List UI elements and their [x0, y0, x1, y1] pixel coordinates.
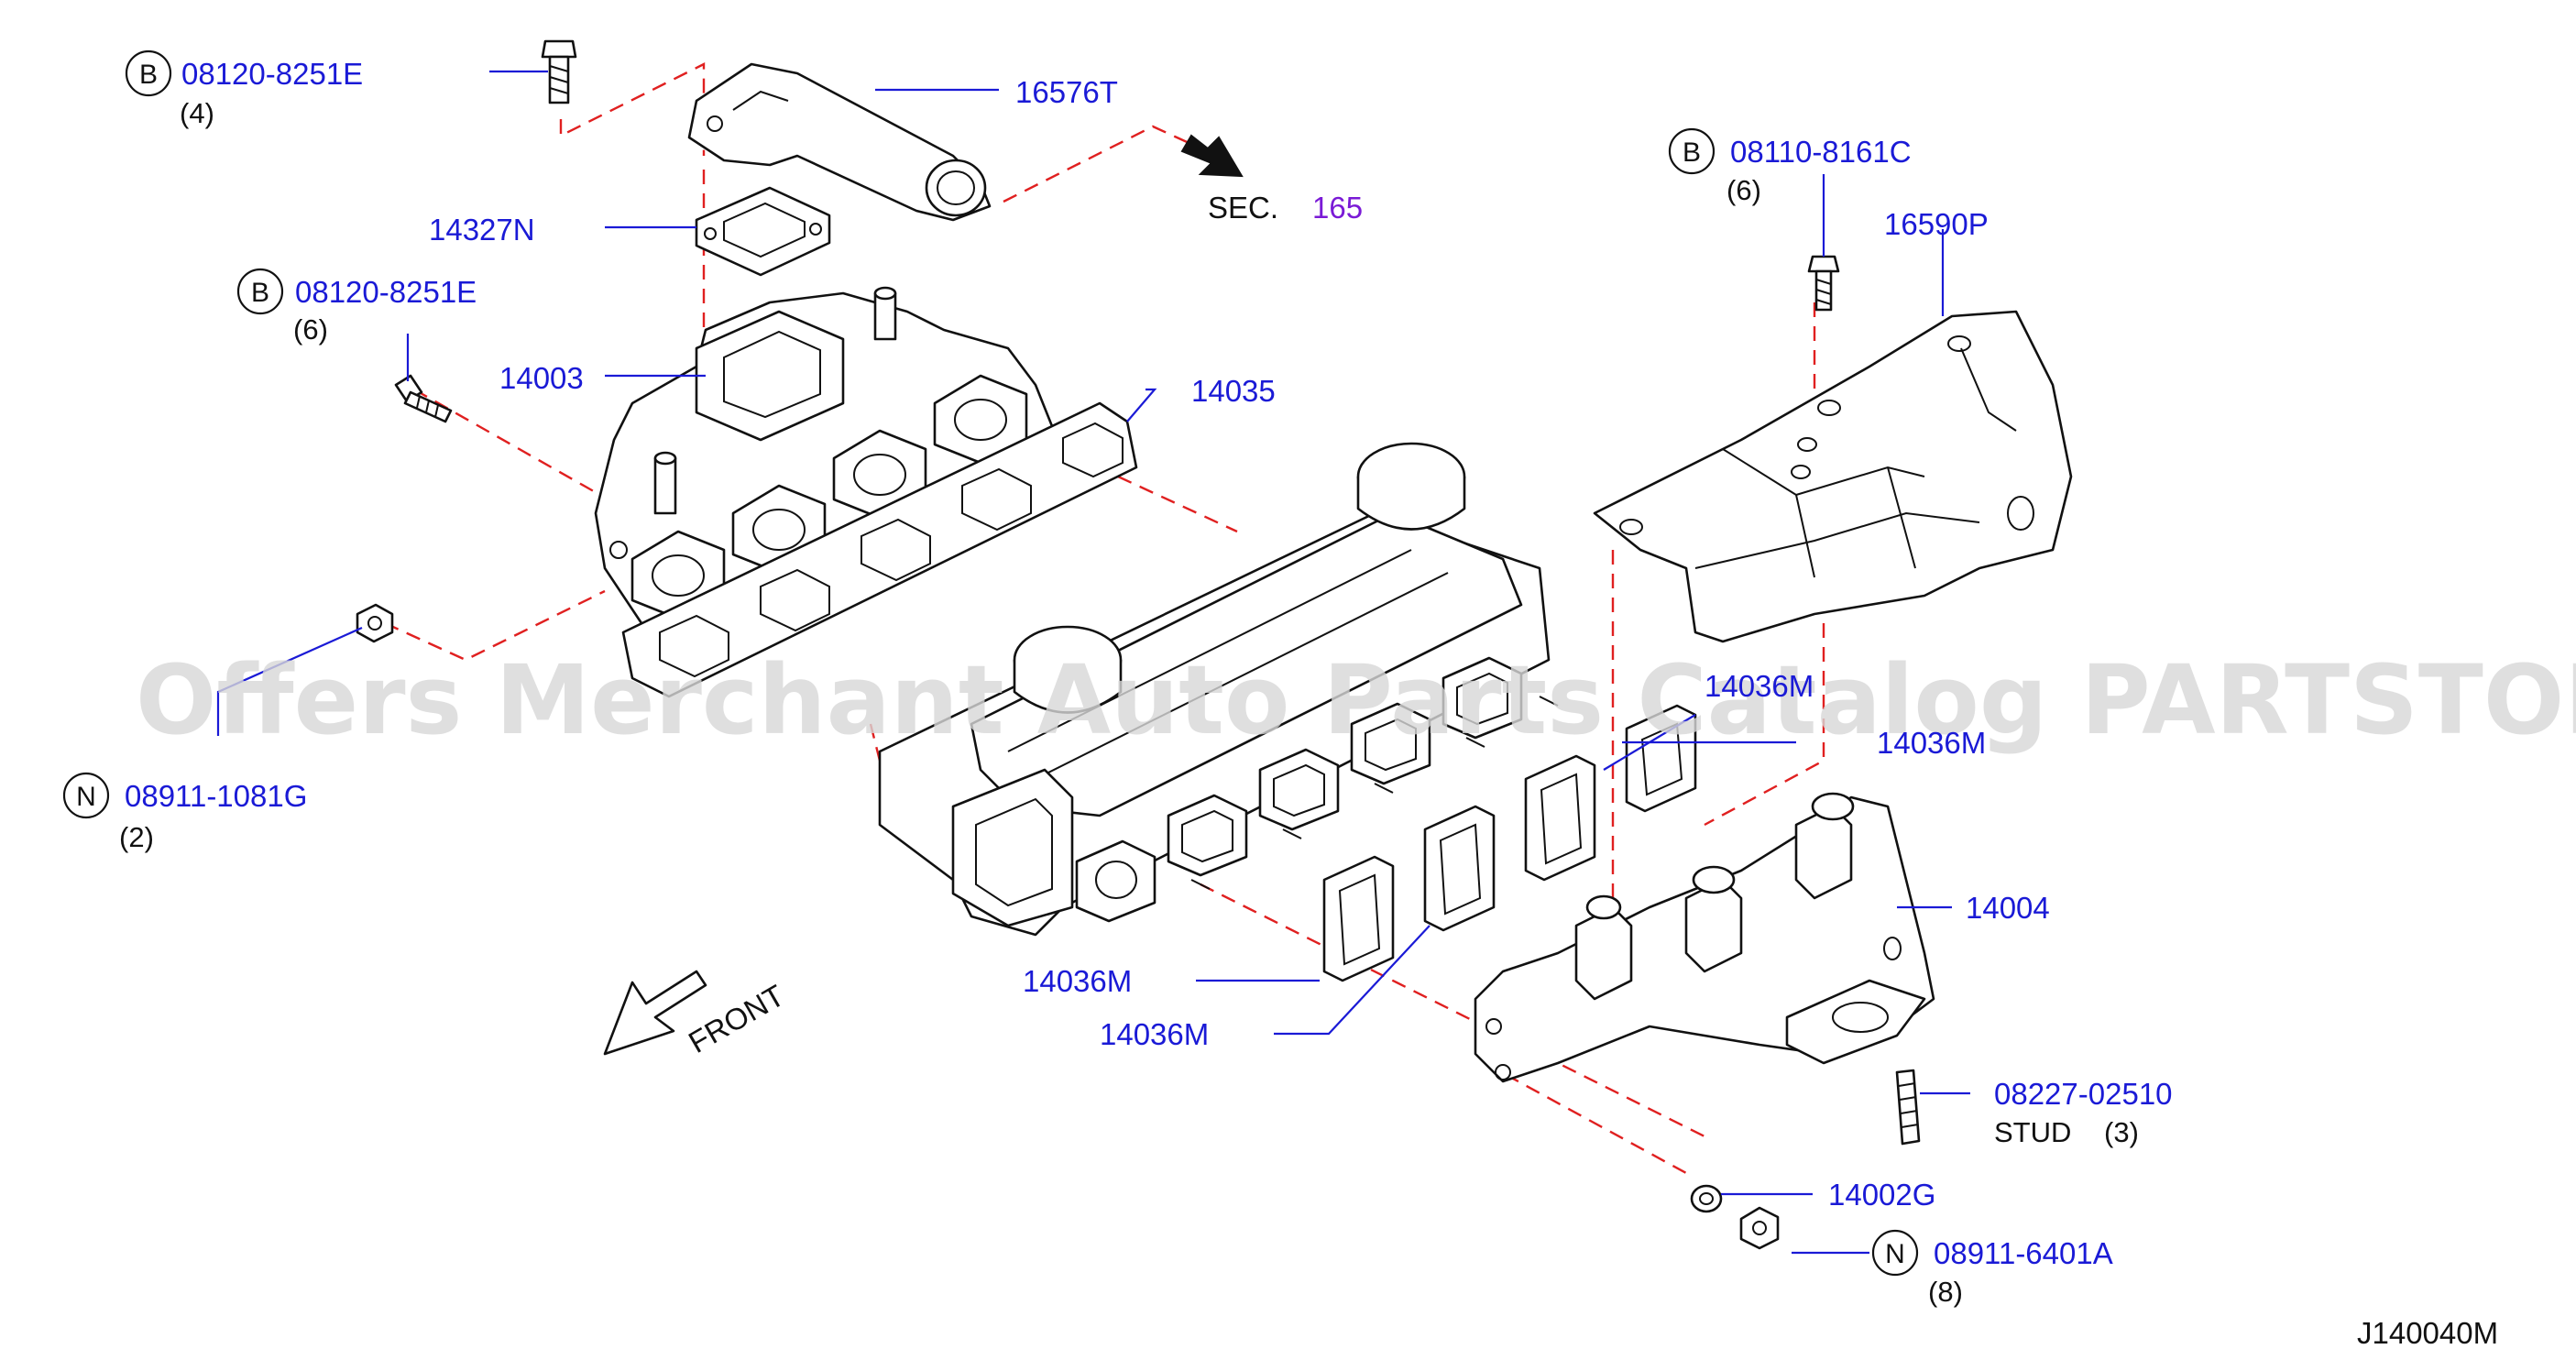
callout-gasket-exh-b: 14036M	[1877, 726, 1986, 760]
callout-gasket-exh-d: 14036M	[1100, 1017, 1209, 1051]
callout-symbol: B	[1683, 137, 1701, 168]
callout-nut-left: N 08911-1081G (2)	[62, 772, 307, 853]
symbol-circle	[125, 49, 172, 97]
callout-gasket-outlet: 14327N	[429, 213, 535, 247]
callout-bolt-mid: B 08120-8251E (6)	[236, 268, 477, 345]
part-number[interactable]: 14035	[1191, 374, 1276, 408]
part-number[interactable]: 08120-8251E	[295, 275, 477, 309]
part-number[interactable]: 14327N	[429, 213, 535, 247]
gasket-outlet-drawing	[695, 186, 831, 277]
manifold-14004-drawing	[1474, 792, 1935, 1083]
part-name: STUD	[1994, 1116, 2071, 1148]
part-number[interactable]: 08110-8161C	[1730, 135, 1912, 169]
part-number[interactable]: 14036M	[1705, 669, 1814, 703]
callout-heat-cover: 16590P	[1884, 207, 1989, 241]
callout-gasket-intake: 14035	[1191, 374, 1276, 408]
section-prefix: SEC.	[1208, 191, 1278, 225]
washer-drawing	[1690, 1184, 1723, 1213]
bolt-cover-drawing	[1807, 255, 1840, 312]
callout-symbol: N	[76, 782, 96, 812]
callout-washer: 14002G	[1828, 1178, 1935, 1212]
callout-manifold-exhaust: 14004	[1966, 891, 2050, 925]
quantity: (6)	[1726, 174, 1761, 206]
part-number[interactable]: 14003	[499, 361, 584, 395]
nut-right-drawing	[1739, 1206, 1780, 1250]
callout-gasket-exh-a: 14036M	[1705, 669, 1814, 703]
callout-outlet-tube: 16576T	[1015, 75, 1118, 109]
part-number[interactable]: 14036M	[1100, 1017, 1209, 1051]
leader-lines	[216, 70, 1970, 1255]
symbol-circle	[1871, 1229, 1919, 1277]
part-number[interactable]: 08120-8251E	[181, 57, 363, 91]
callout-bolt-cover: B 08110-8161C (6)	[1668, 127, 1912, 206]
callout-stud: 08227-02510 STUD (3)	[1994, 1077, 2173, 1148]
section-number[interactable]: 165	[1312, 191, 1363, 225]
diagram-code: J140040M	[2357, 1316, 2498, 1350]
symbol-circle	[62, 772, 110, 819]
part-number[interactable]: 14002G	[1828, 1178, 1935, 1212]
quantity: (8)	[1928, 1276, 1963, 1308]
callout-symbol: N	[1885, 1239, 1905, 1269]
callout-symbol: B	[251, 278, 269, 308]
quantity: (4)	[180, 97, 214, 129]
callout-gasket-exh-c: 14036M	[1023, 964, 1132, 998]
heat-cover-drawing	[1593, 310, 2073, 643]
part-number[interactable]: 14036M	[1023, 964, 1132, 998]
bolt-top-drawing	[541, 39, 577, 104]
callout-symbol: B	[139, 60, 158, 90]
part-number[interactable]: 16576T	[1015, 75, 1118, 109]
part-number[interactable]: 08911-6401A	[1934, 1236, 2113, 1270]
quantity: (3)	[2104, 1116, 2139, 1148]
section-arrow	[1180, 134, 1244, 178]
nut-left-drawing	[356, 603, 394, 643]
outlet-tube-drawing	[687, 62, 992, 222]
part-number[interactable]: 08911-1081G	[125, 779, 307, 813]
bolt-mid-drawing	[394, 374, 453, 423]
part-number[interactable]: 16590P	[1884, 207, 1989, 241]
callout-bolt-top: B 08120-8251E (4)	[125, 49, 363, 129]
cylinder-head-drawing	[878, 442, 1559, 937]
part-number[interactable]: 14036M	[1877, 726, 1986, 760]
stud-drawing	[1895, 1069, 1921, 1146]
symbol-circle	[236, 268, 284, 315]
gaskets-exhaust-drawing	[1322, 704, 1697, 982]
part-number[interactable]: 14004	[1966, 891, 2050, 925]
front-arrow: FRONT	[603, 970, 790, 1059]
callout-manifold-intake: 14003	[499, 361, 584, 395]
callout-section-ref: SEC. 165	[1208, 191, 1363, 225]
callout-nut-right: N 08911-6401A (8)	[1871, 1229, 2113, 1308]
quantity: (2)	[119, 821, 154, 853]
gasket-intake-drawing	[621, 401, 1138, 698]
symbol-circle	[1668, 127, 1716, 175]
quantity: (6)	[293, 313, 328, 345]
part-number[interactable]: 08227-02510	[1994, 1077, 2173, 1111]
watermark: Offers Merchant Auto Parts Catalog PARTS…	[136, 644, 2576, 756]
